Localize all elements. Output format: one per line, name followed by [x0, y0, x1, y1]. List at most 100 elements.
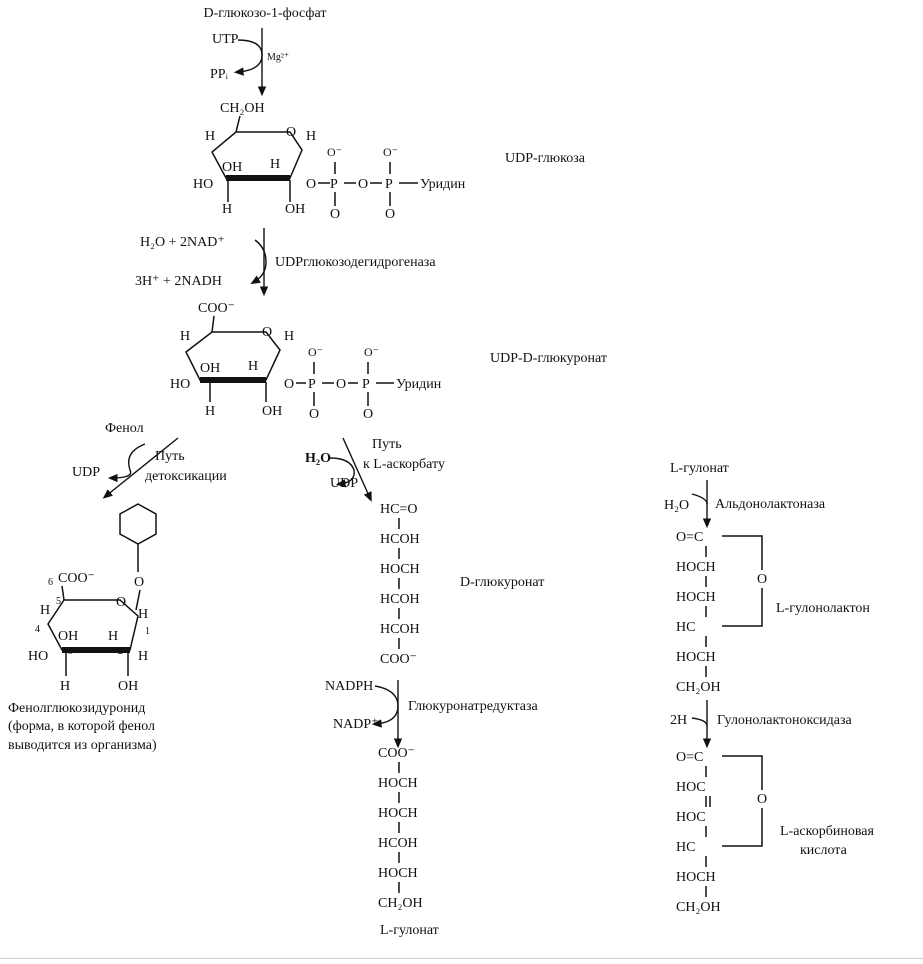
aldonolactonase-label: Альдонолактоназа: [715, 497, 826, 512]
h-atom: H: [205, 404, 215, 419]
mg-label: Mg²⁺: [267, 52, 289, 63]
o-atom: O: [336, 377, 346, 392]
nadph-curve: [371, 685, 399, 728]
d-glucuronate-chain: HC=O HCOH HOCH HCOH HCOH COO⁻: [380, 502, 420, 667]
chain-group: HOCH: [676, 650, 716, 665]
chain-group: HOCH: [676, 560, 716, 575]
l-gulonolactone-label: L-гулонолактон: [776, 601, 870, 616]
chain-group: CH₂OH: [378, 896, 423, 911]
chain-group: HCOH: [380, 592, 420, 607]
o-minus: O⁻: [327, 145, 342, 159]
ho-group: HO: [170, 377, 190, 392]
ho-group: HO: [193, 177, 213, 192]
o-atom: O: [134, 575, 144, 590]
oh-group: OH: [222, 160, 242, 175]
glucuronate-reductase-label: Глюкуронатредуктаза: [408, 699, 539, 714]
o-atom: O: [358, 177, 368, 192]
chain-group: COO⁻: [378, 746, 415, 761]
o-minus: O⁻: [364, 345, 379, 359]
h-atom: H: [60, 679, 70, 694]
chain-group: HCOH: [380, 532, 420, 547]
arrow-detox: [102, 437, 179, 499]
detox-path-label-2: детоксикации: [145, 469, 227, 484]
two-h-label: 2H: [670, 713, 687, 728]
o-atom: O: [309, 407, 319, 422]
chain-group: HC: [676, 840, 695, 855]
c2-number: 2: [118, 646, 123, 657]
c5-number: 5: [56, 596, 61, 607]
l-gulonate-start-label: L-гулонат: [670, 461, 729, 476]
phenol-label: Фенол: [105, 421, 144, 436]
chain-group: HC=O: [380, 502, 417, 517]
chain-group: COO⁻: [380, 652, 417, 667]
phenyl-ring: [119, 503, 157, 545]
h-atom: H: [270, 157, 280, 172]
chain-group: HOCH: [676, 870, 716, 885]
h2-curve: [691, 717, 708, 727]
chain-group: O=C: [676, 530, 703, 545]
utp-ppi-curve: [233, 39, 263, 76]
l-gulonolactone-chain: O=C HOCH HOCH HC HOCH CH₂OH O: [676, 530, 767, 695]
chain-group: HCOH: [378, 836, 418, 851]
nadp-label: NADP⁺: [333, 717, 379, 732]
oh-group: OH: [262, 404, 282, 419]
h2o-curve-right: [691, 493, 708, 505]
ascorbic-acid-label: L-аскорбиновая: [780, 824, 874, 839]
h2o-udp-curve: [329, 457, 355, 488]
phenol-glucuronide-note-1: (форма, в которой фенол: [8, 719, 155, 734]
h-atom: H: [108, 629, 118, 644]
o-atom: O: [385, 207, 395, 222]
oh-group: OH: [118, 679, 138, 694]
ring-oxygen: O: [116, 595, 126, 610]
l-gulonate-label: L-гулонат: [380, 923, 439, 938]
arrow-to-ascorbate: [342, 437, 372, 502]
asc-path-label-2: к L-аскорбату: [363, 457, 445, 472]
h-atom: H: [222, 202, 232, 217]
udp-glucose-label: UDP-глюкоза: [505, 151, 586, 166]
o-minus: O⁻: [308, 345, 323, 359]
detox-path-label: Путь: [155, 449, 185, 464]
uridine-label: Уридин: [396, 377, 442, 392]
chain-group: HCOH: [380, 622, 420, 637]
gulonolactone-oxidase-label: Гулонолактоноксидаза: [717, 713, 853, 728]
chain-group: HOC: [676, 780, 706, 795]
chain-group: HOCH: [378, 866, 418, 881]
udp-glucuronate-label: UDP-D-глюкуронат: [490, 351, 607, 366]
h-nadh-label: 3H⁺ + 2NADH: [135, 274, 222, 289]
h-atom: H: [138, 607, 148, 622]
ring-oxygen: O: [757, 572, 767, 587]
h-atom: H: [180, 329, 190, 344]
phenol-glucuronide-name: Фенолглюкозидуронид: [8, 701, 145, 716]
d-glucuronate-label: D-глюкуронат: [460, 575, 544, 590]
c4-number: 4: [35, 624, 40, 635]
udp-label-left: UDP: [72, 465, 100, 480]
lactone-ring-bond: [722, 755, 763, 847]
coo-label-phenol: COO⁻: [58, 571, 95, 586]
nad-curve: [250, 239, 267, 285]
h-atom: H: [138, 649, 148, 664]
chain-group: HC: [676, 620, 695, 635]
utp-label: UTP: [212, 32, 239, 47]
ring-oxygen: O: [286, 125, 296, 140]
p-atom: P: [330, 177, 338, 192]
nadph-label: NADPH: [325, 679, 373, 694]
p-atom: P: [362, 377, 370, 392]
glucose-1-phosphate-label: D-глюкозо-1-фосфат: [204, 6, 327, 21]
udp-label-mid: UDP: [330, 476, 358, 491]
udp-glucose-structure: CH₂OH O H H OH H HO H OH O P O⁻ O O P O⁻…: [193, 101, 466, 222]
chain-group: CH₂OH: [676, 680, 721, 695]
o-atom: O: [284, 377, 294, 392]
h2o-nad-label: H₂O + 2NAD⁺: [140, 235, 225, 250]
c1-number: 1: [145, 626, 150, 637]
h2o-label-right: H₂O: [664, 498, 689, 513]
chain-group: HOCH: [676, 590, 716, 605]
chain-group: HOCH: [380, 562, 420, 577]
chain-group: CH₂OH: [676, 900, 721, 915]
h-atom: H: [306, 129, 316, 144]
phenol-udp-curve: [107, 443, 146, 483]
ho-group: HO: [28, 649, 48, 664]
p-atom: P: [308, 377, 316, 392]
oh-group: OH: [200, 361, 220, 376]
